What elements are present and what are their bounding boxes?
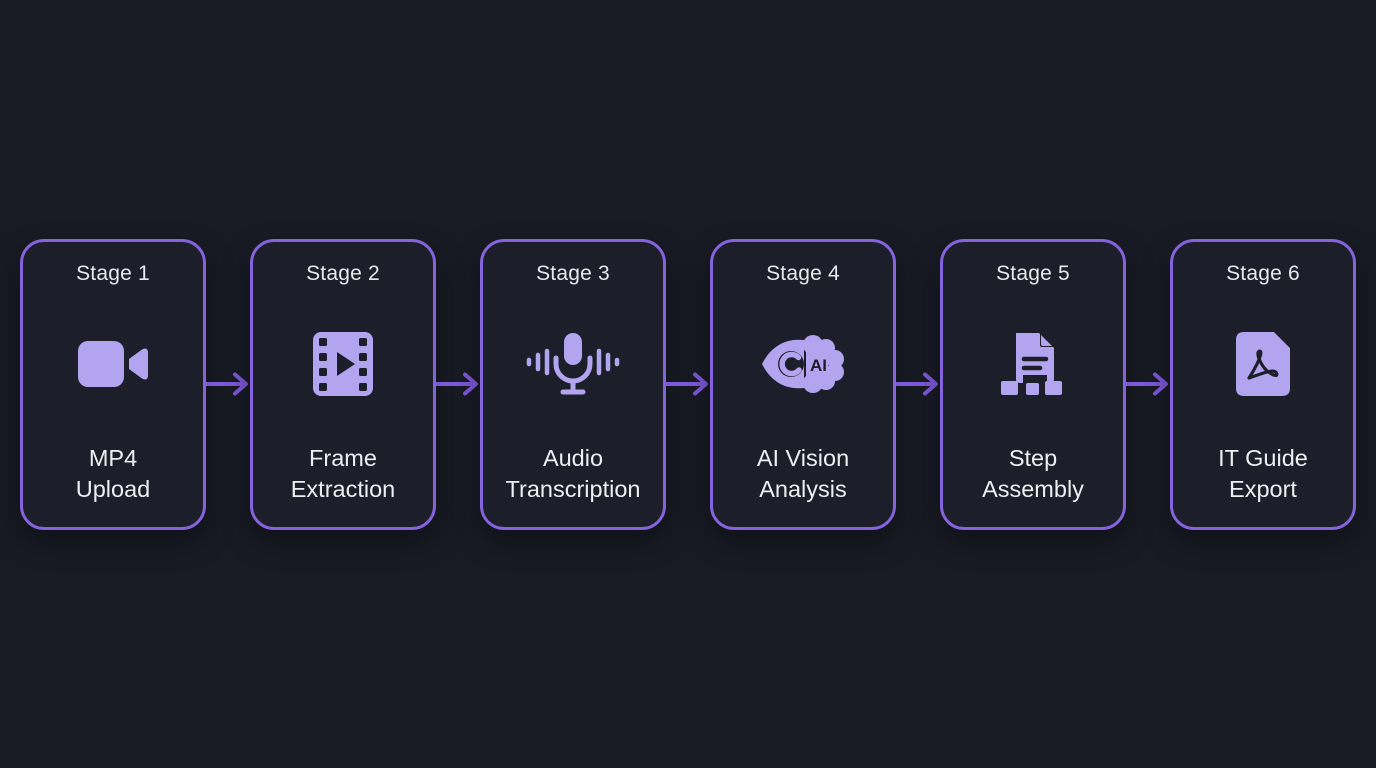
stage-connector [666, 364, 710, 404]
stage-title: Audio Transcription [506, 443, 641, 505]
stage-title-line1: Frame [309, 444, 377, 471]
stage-connector [1126, 364, 1170, 404]
stage-connector [436, 364, 480, 404]
stage-number-label: Stage 1 [76, 261, 150, 285]
stage-title: Frame Extraction [291, 443, 396, 505]
stage-card: Stage 6 IT Guide Export [1170, 238, 1356, 530]
arrow-right-icon [666, 372, 708, 396]
stage-title-line2: Upload [75, 475, 151, 502]
stage-title-line1: Audio [542, 444, 604, 471]
stage-title-line2: Extraction [290, 475, 396, 502]
stage-number-label: Stage 5 [996, 261, 1070, 285]
stage-card: Stage 1 MP4 Upload [20, 238, 206, 530]
arrow-right-icon [436, 372, 478, 396]
stage-title-line1: AI Vision [756, 444, 850, 471]
stage-icon-wrap [311, 286, 375, 443]
ai-badge-text: AI [810, 356, 827, 375]
pipeline-row: Stage 1 MP4 Upload Stage 2 [20, 238, 1356, 530]
stage-title-line2: Export [1229, 475, 1297, 502]
stage-card: Stage 3 Audio Transcription [480, 238, 666, 530]
stage-title-line1: Step [1008, 444, 1058, 471]
stage-title-line1: IT Guide [1218, 444, 1308, 471]
stage-number-label: Stage 6 [1226, 261, 1300, 285]
stage-connector [206, 364, 250, 404]
stage-number-label: Stage 3 [536, 261, 610, 285]
stage-title: AI Vision Analysis [757, 443, 849, 505]
stage-title: MP4 Upload [76, 443, 150, 505]
pdf-file-icon [1236, 331, 1291, 396]
stage-connector [896, 364, 940, 404]
stage-card: Stage 4 AI AI Vision [710, 238, 896, 530]
stage-title: IT Guide Export [1218, 443, 1308, 505]
arrow-right-icon [1126, 372, 1168, 396]
stage-title: Step Assembly [982, 443, 1084, 505]
eye-brain-ai-icon: AI [762, 335, 844, 393]
stage-title-line2: Transcription [505, 475, 641, 502]
microphone-waveform-icon [526, 333, 620, 395]
stage-icon-wrap [999, 286, 1067, 443]
stage-card: Stage 2 Frame Extraction [250, 238, 436, 530]
video-camera-icon [78, 341, 148, 387]
stage-icon-wrap [76, 286, 150, 443]
arrow-right-icon [896, 372, 938, 396]
film-strip-icon [313, 332, 373, 396]
stage-icon-wrap: AI [760, 286, 846, 443]
stage-number-label: Stage 2 [306, 261, 380, 285]
arrow-right-icon [206, 372, 248, 396]
document-blocks-icon [1001, 332, 1062, 395]
stage-number-label: Stage 4 [766, 261, 840, 285]
stage-title-line2: Assembly [982, 475, 1084, 502]
stage-title-line2: Analysis [759, 475, 847, 502]
stage-icon-wrap [525, 286, 621, 443]
stage-title-line1: MP4 [88, 444, 138, 471]
stage-card: Stage 5 Step Assembly [940, 238, 1126, 530]
stage-icon-wrap [1234, 286, 1292, 443]
